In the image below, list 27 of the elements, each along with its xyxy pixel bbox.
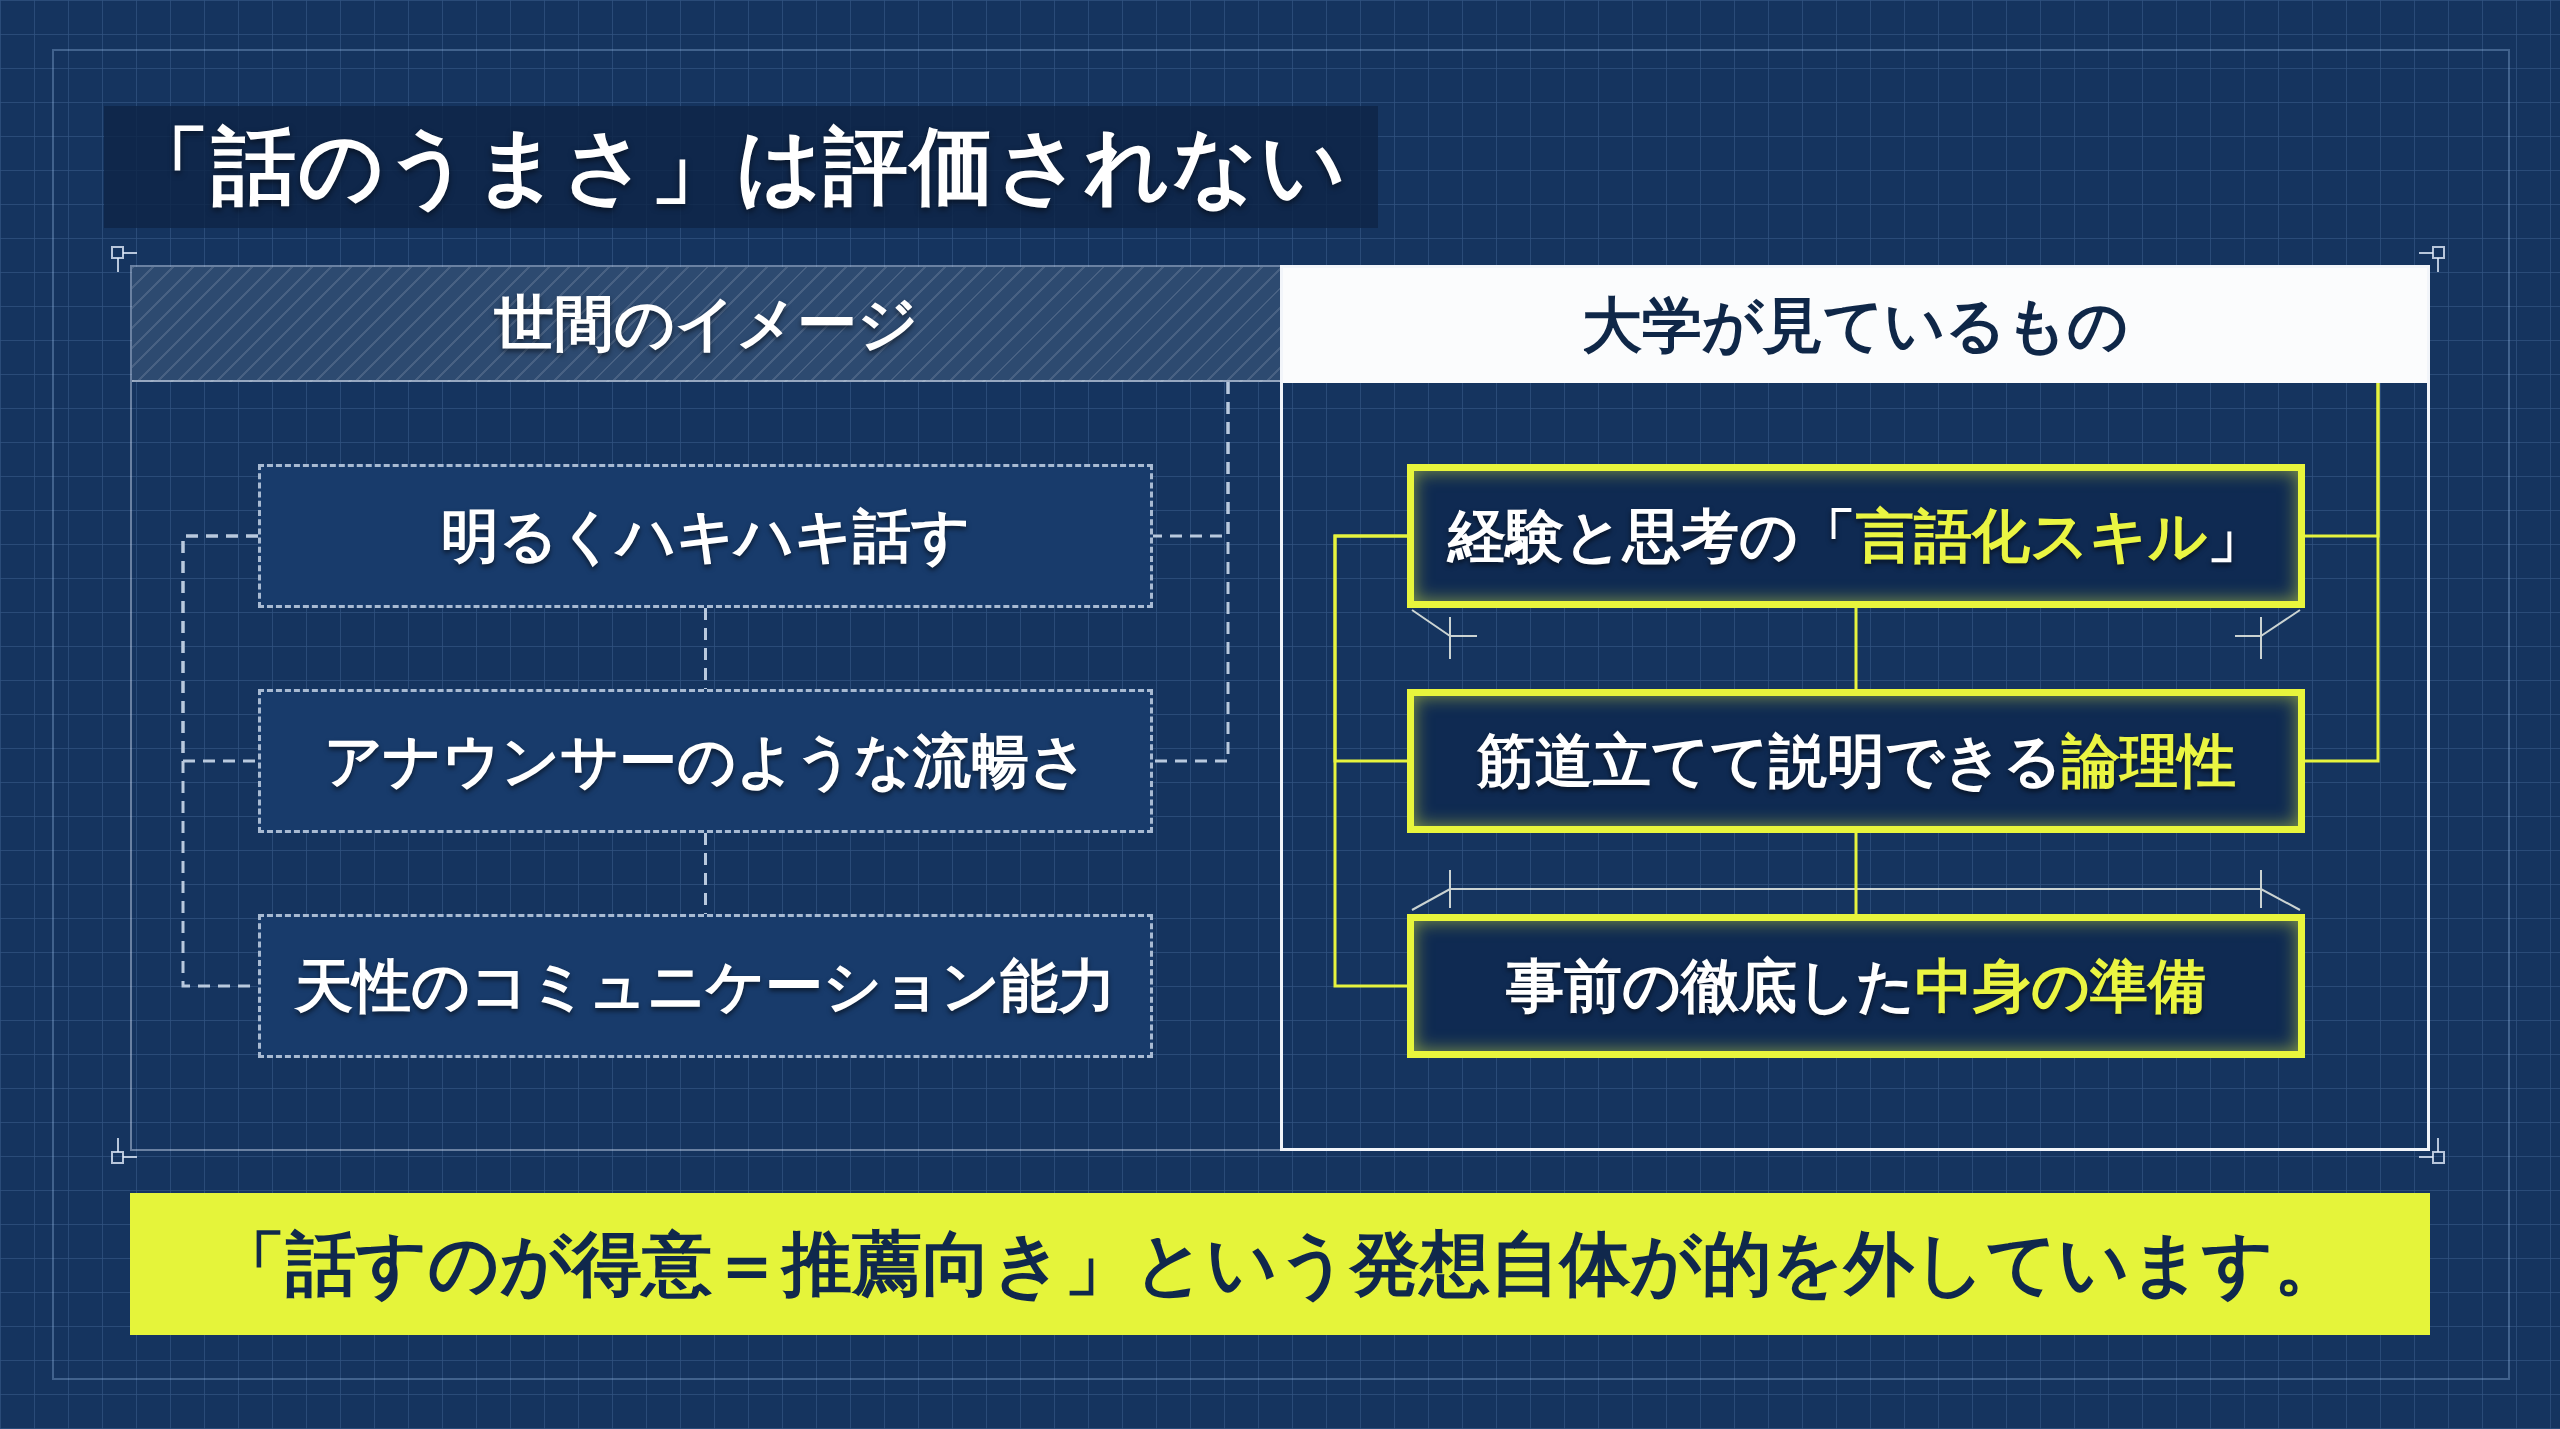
- connector-line: [2305, 383, 2380, 763]
- connector-line: [1854, 833, 1858, 914]
- conclusion-banner: [130, 1193, 2430, 1335]
- slide-title: 「話のうまさ」は評価されない: [104, 106, 1378, 229]
- highlighted-item-box: [1407, 464, 2305, 608]
- item-text: アナウンサーのような流暢さ: [323, 727, 1088, 795]
- connector-line: [1153, 382, 1230, 763]
- dashed-item-box: [258, 914, 1153, 1058]
- connector-line: [704, 608, 707, 689]
- item-text: 明るくハキハキ話す: [441, 502, 970, 570]
- item-text: 天性のコミュニケーション能力: [295, 952, 1116, 1020]
- connector-line: [1854, 608, 1858, 689]
- item-text: 経験と思考の「言語化スキル」: [1447, 502, 2265, 570]
- highlighted-item-box: [1407, 689, 2305, 833]
- column-heading: 大学が見ているもの: [1582, 291, 2128, 360]
- conclusion-text: 「話すのが得意＝推薦向き」という発想自体が的を外しています。: [216, 1223, 2344, 1305]
- dashed-item-box: [258, 689, 1153, 833]
- highlighted-item-box: [1407, 914, 2305, 1058]
- item-text: 事前の徹底した中身の準備: [1506, 952, 2206, 1020]
- column-heading: 世間のイメージ: [494, 289, 918, 358]
- connector-line: [1333, 534, 1407, 988]
- connector-line: [704, 833, 707, 914]
- item-text: 筋道立てて説明できる論理性: [1476, 727, 2236, 795]
- connector-line: [181, 534, 258, 988]
- comparison-panel: [1280, 265, 2430, 1151]
- dashed-item-box: [258, 464, 1153, 608]
- comparison-panel: [130, 265, 1280, 1151]
